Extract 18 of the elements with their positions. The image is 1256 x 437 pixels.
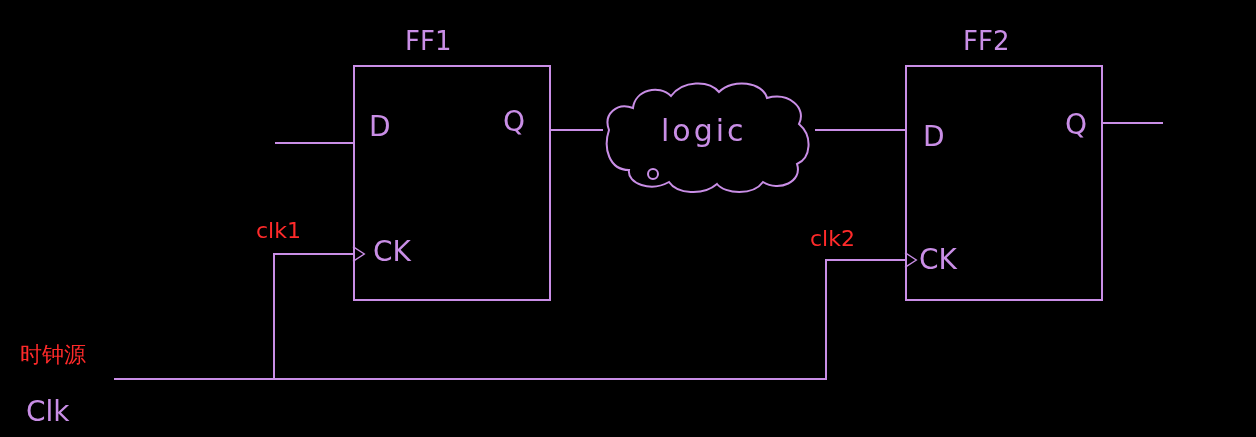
pin-label: D bbox=[923, 123, 945, 151]
wire bbox=[814, 129, 906, 131]
pin-label: CK bbox=[373, 238, 411, 266]
edge-label: clk1 bbox=[256, 220, 301, 242]
edge-label: clk2 bbox=[810, 228, 855, 250]
pin-label: CK bbox=[919, 246, 957, 274]
flip-flop-label: FF2 bbox=[963, 28, 1010, 54]
signal-label: Clk bbox=[26, 398, 70, 426]
wire bbox=[274, 142, 354, 144]
wire bbox=[1102, 122, 1164, 124]
logic-label: logic bbox=[661, 116, 747, 146]
pin-label: Q bbox=[1065, 111, 1088, 139]
pin-label: Q bbox=[503, 108, 526, 136]
flip-flop-label: FF1 bbox=[405, 28, 452, 54]
clock-source-label: 时钟源 bbox=[20, 344, 86, 366]
wire bbox=[550, 129, 604, 131]
wire bbox=[113, 252, 917, 380]
pin-label: D bbox=[369, 113, 391, 141]
